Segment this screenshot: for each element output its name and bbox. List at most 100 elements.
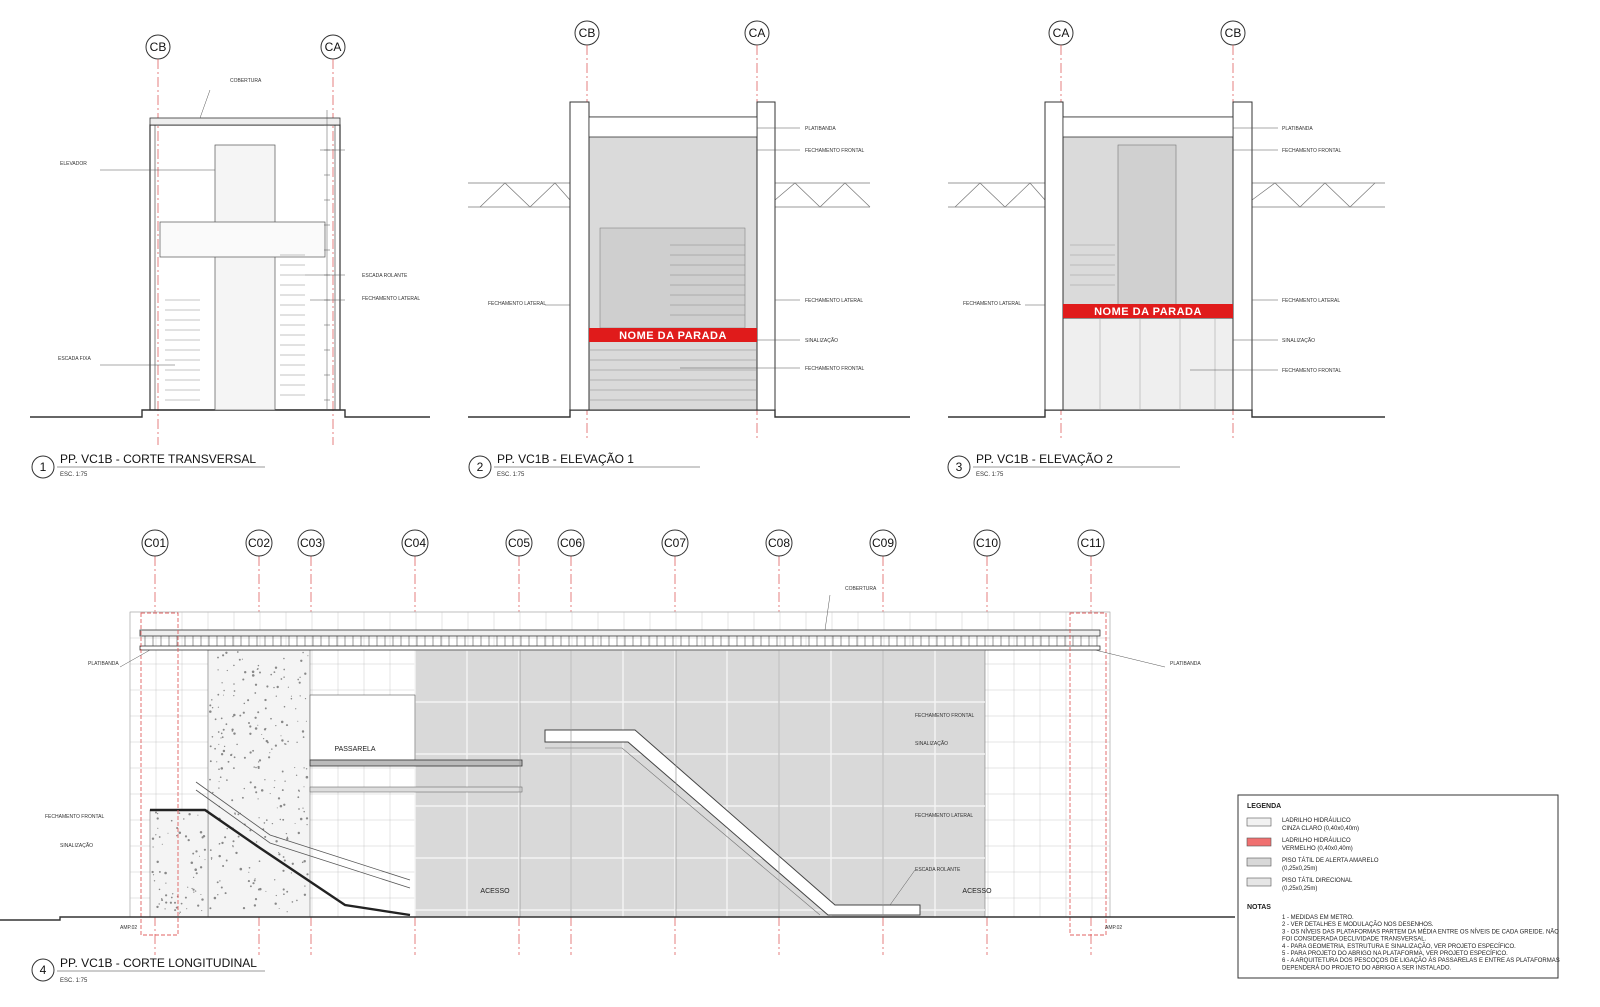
view-3-elevacao-2: CA CB NOME DA PARADA xyxy=(947,20,1385,479)
svg-text:FECHAMENTO LATERAL: FECHAMENTO LATERAL xyxy=(362,296,420,302)
svg-text:C10: C10 xyxy=(976,536,998,550)
svg-text:AMP.02: AMP.02 xyxy=(120,925,137,931)
view-title-3: 3 PP. VC1B - ELEVAÇÃO 2 ESC. 1:75 xyxy=(947,452,1180,479)
svg-text:SINALIZAÇÃO: SINALIZAÇÃO xyxy=(60,842,93,849)
svg-text:FECHAMENTO FRONTAL: FECHAMENTO FRONTAL xyxy=(805,366,864,372)
axis-bubble-ca-v2: CA xyxy=(744,20,770,46)
svg-text:PLATIBANDA: PLATIBANDA xyxy=(1282,126,1313,132)
svg-text:PLATIBANDA: PLATIBANDA xyxy=(805,126,836,132)
svg-text:C11: C11 xyxy=(1080,536,1101,550)
svg-text:NOME DA PARADA: NOME DA PARADA xyxy=(1094,306,1202,318)
svg-text:FECHAMENTO LATERAL: FECHAMENTO LATERAL xyxy=(915,813,973,819)
svg-text:PLATIBANDA: PLATIBANDA xyxy=(88,661,119,667)
axis-bubble-cb-v2: CB xyxy=(574,20,600,46)
svg-text:C03: C03 xyxy=(300,536,322,550)
legend-note: 4 - PARA GEOMETRIA, ESTRUTURA E SINALIZA… xyxy=(1282,943,1516,950)
svg-text:FECHAMENTO LATERAL: FECHAMENTO LATERAL xyxy=(488,301,546,307)
svg-text:SINALIZAÇÃO: SINALIZAÇÃO xyxy=(915,740,948,747)
svg-text:AMP.02: AMP.02 xyxy=(1105,925,1122,931)
svg-text:C06: C06 xyxy=(560,536,582,550)
axis-bubble-cb-v1: CB xyxy=(145,34,171,60)
svg-text:ESC. 1:75: ESC. 1:75 xyxy=(60,472,88,478)
svg-text:SINALIZAÇÃO: SINALIZAÇÃO xyxy=(805,337,838,344)
svg-text:COBERTURA: COBERTURA xyxy=(230,78,262,84)
legend-item: PISO TÁTIL DE ALERTA AMARELO (0,25x0,25m) xyxy=(1246,857,1379,872)
legend-item: LADRILHO HIDRÁULICO CINZA CLARO (0,40x0,4… xyxy=(1246,817,1359,832)
legend-note: 6 - A ARQUITETURA DOS PESCOÇOS DE LIGAÇÃ… xyxy=(1282,957,1560,964)
svg-text:FECHAMENTO FRONTAL: FECHAMENTO FRONTAL xyxy=(45,814,104,820)
svg-text:FECHAMENTO LATERAL: FECHAMENTO LATERAL xyxy=(805,298,863,304)
svg-text:PP. VC1B - CORTE TRANSVERSAL: PP. VC1B - CORTE TRANSVERSAL xyxy=(60,452,256,466)
svg-text:(0,25x0,25m): (0,25x0,25m) xyxy=(1282,886,1317,892)
legend-note: FOI CONSIDERADA DECLIVIDADE TRANSVERSAL. xyxy=(1282,937,1427,943)
svg-text:VERMELHO (0,40x0,40m): VERMELHO (0,40x0,40m) xyxy=(1282,846,1353,852)
legend-item: LADRILHO HIDRÁULICO VERMELHO (0,40x0,40m) xyxy=(1246,837,1353,852)
svg-text:PISO TÁTIL DE ALERTA AMARELO: PISO TÁTIL DE ALERTA AMARELO xyxy=(1282,857,1379,864)
svg-text:CB: CB xyxy=(579,26,596,40)
axis-bubble-ca-v3: CA xyxy=(1048,20,1074,46)
svg-text:PP. VC1B - ELEVAÇÃO 1: PP. VC1B - ELEVAÇÃO 1 xyxy=(497,452,634,466)
sign-band-v2 xyxy=(589,328,757,342)
svg-text:NOTAS: NOTAS xyxy=(1247,904,1271,911)
view-1-corte-transversal: CB CA xyxy=(30,34,430,479)
svg-text:C02: C02 xyxy=(248,536,270,550)
svg-text:FECHAMENTO LATERAL: FECHAMENTO LATERAL xyxy=(963,301,1021,307)
svg-text:ESC. 1:75: ESC. 1:75 xyxy=(497,472,525,478)
svg-text:C01: C01 xyxy=(144,536,166,550)
svg-text:C04: C04 xyxy=(404,536,426,550)
axis-bubble-ca-v1: CA xyxy=(320,34,346,60)
svg-text:SINALIZAÇÃO: SINALIZAÇÃO xyxy=(1282,337,1315,344)
svg-text:LEGENDA: LEGENDA xyxy=(1247,803,1281,810)
view-2-elevacao-1: CB CA NOME DA PARADA xyxy=(468,20,910,479)
svg-text:ACESSO: ACESSO xyxy=(962,888,992,895)
svg-text:COBERTURA: COBERTURA xyxy=(845,586,877,592)
svg-text:NOME DA PARADA: NOME DA PARADA xyxy=(619,330,727,342)
axis-bubble-cb-v3: CB xyxy=(1220,20,1246,46)
svg-text:ESCADA FIXA: ESCADA FIXA xyxy=(58,356,91,362)
view-title-2: 2 PP. VC1B - ELEVAÇÃO 1 ESC. 1:75 xyxy=(468,452,700,479)
svg-text:ESC. 1:75: ESC. 1:75 xyxy=(976,472,1004,478)
svg-text:FECHAMENTO FRONTAL: FECHAMENTO FRONTAL xyxy=(1282,368,1341,374)
svg-text:CA: CA xyxy=(325,40,342,54)
legend-note: 2 - VER DETALHES E MODULAÇÃO NOS DESENHO… xyxy=(1282,921,1434,928)
legend-item: PISO TÁTIL DIRECIONAL (0,25x0,25m) xyxy=(1246,877,1353,892)
svg-text:C08: C08 xyxy=(768,536,790,550)
view-title-4: 4 PP. VC1B - CORTE LONGITUDINAL ESC. 1:7… xyxy=(31,956,265,984)
svg-text:CB: CB xyxy=(1225,26,1242,40)
legend-panel: LEGENDA LADRILHO HIDRÁULICO CINZA CLARO (… xyxy=(1237,794,1560,979)
svg-text:FECHAMENTO FRONTAL: FECHAMENTO FRONTAL xyxy=(1282,148,1341,154)
svg-text:1: 1 xyxy=(40,460,47,474)
view-title-1: 1 PP. VC1B - CORTE TRANSVERSAL ESC. 1:75 xyxy=(31,452,265,479)
legend-note: 3 - OS NÍVEIS DAS PLATAFORMAS PARTEM DA … xyxy=(1282,928,1559,935)
legend-note: DEPENDERÁ DO PROJETO DO ABRIGO A SER INS… xyxy=(1282,964,1451,971)
svg-text:CA: CA xyxy=(749,26,766,40)
svg-text:C05: C05 xyxy=(508,536,530,550)
svg-text:CB: CB xyxy=(150,40,167,54)
svg-text:C07: C07 xyxy=(664,536,686,550)
svg-text:FECHAMENTO LATERAL: FECHAMENTO LATERAL xyxy=(1282,298,1340,304)
svg-text:PISO TÁTIL DIRECIONAL: PISO TÁTIL DIRECIONAL xyxy=(1282,877,1353,884)
svg-text:2: 2 xyxy=(477,460,484,474)
svg-text:CA: CA xyxy=(1053,26,1070,40)
svg-text:ESC. 1:75: ESC. 1:75 xyxy=(60,978,88,984)
svg-text:ELEVADOR: ELEVADOR xyxy=(60,161,87,167)
svg-text:PLATIBANDA: PLATIBANDA xyxy=(1170,661,1201,667)
svg-text:PP. VC1B - ELEVAÇÃO 2: PP. VC1B - ELEVAÇÃO 2 xyxy=(976,452,1113,466)
svg-text:FECHAMENTO FRONTAL: FECHAMENTO FRONTAL xyxy=(805,148,864,154)
svg-text:CINZA CLARO (0,40x0,40m): CINZA CLARO (0,40x0,40m) xyxy=(1282,826,1359,832)
svg-text:ESCADA ROLANTE: ESCADA ROLANTE xyxy=(362,273,408,279)
svg-text:3: 3 xyxy=(956,460,963,474)
svg-text:FECHAMENTO FRONTAL: FECHAMENTO FRONTAL xyxy=(915,713,974,719)
svg-text:LADRILHO HIDRÁULICO: LADRILHO HIDRÁULICO xyxy=(1282,837,1351,844)
sign-band-v3 xyxy=(1063,304,1233,318)
svg-text:PASSARELA: PASSARELA xyxy=(334,746,375,753)
svg-text:(0,25x0,25m): (0,25x0,25m) xyxy=(1282,866,1317,872)
svg-text:4: 4 xyxy=(40,963,47,977)
legend-note: 1 - MEDIDAS EM METRO. xyxy=(1282,915,1354,921)
svg-text:PP. VC1B - CORTE LONGITUDINAL: PP. VC1B - CORTE LONGITUDINAL xyxy=(60,956,257,970)
svg-text:LADRILHO HIDRÁULICO: LADRILHO HIDRÁULICO xyxy=(1282,817,1351,824)
legend-note: 5 - PARA PROJETO DO ABRIGO NA PLATAFORMA… xyxy=(1282,950,1508,957)
svg-text:ESCADA ROLANTE: ESCADA ROLANTE xyxy=(915,867,961,873)
